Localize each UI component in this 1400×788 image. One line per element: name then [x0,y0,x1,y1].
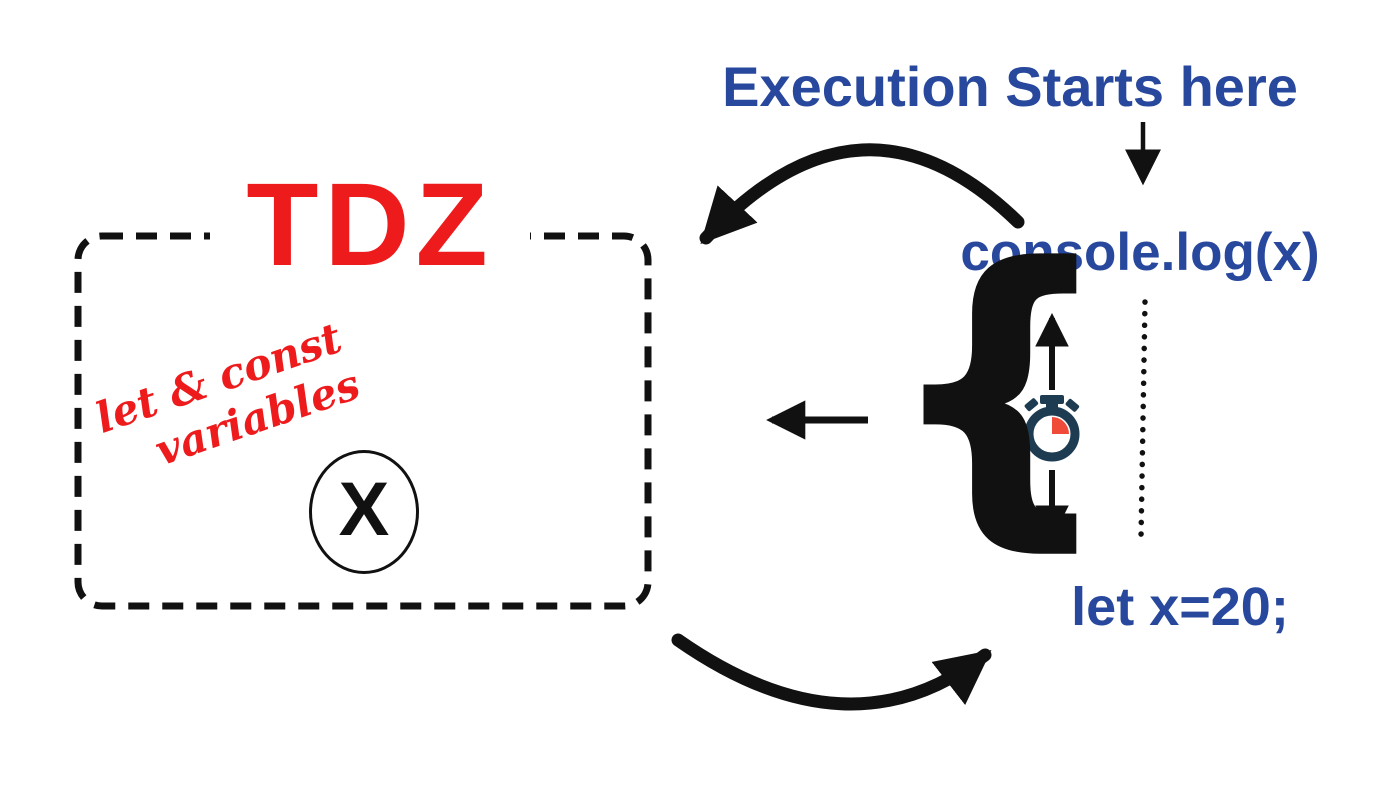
console-log-code: console.log(x) [960,223,1320,282]
variable-x-label: X [338,467,390,552]
variable-x-circle: X [309,450,419,574]
curly-brace: { [884,203,1117,575]
let-declaration-code: let x=20; [1071,577,1289,637]
tdz-title: TDZ [210,158,530,298]
execution-start-label: Execution Starts here [722,55,1298,118]
dashed-box [74,232,652,610]
curved-arrow-bottom-right-icon [671,633,992,711]
timer-icon [1024,395,1080,462]
curved-arrow-top-left-icon [699,143,1025,245]
dotted-line [1138,299,1148,541]
